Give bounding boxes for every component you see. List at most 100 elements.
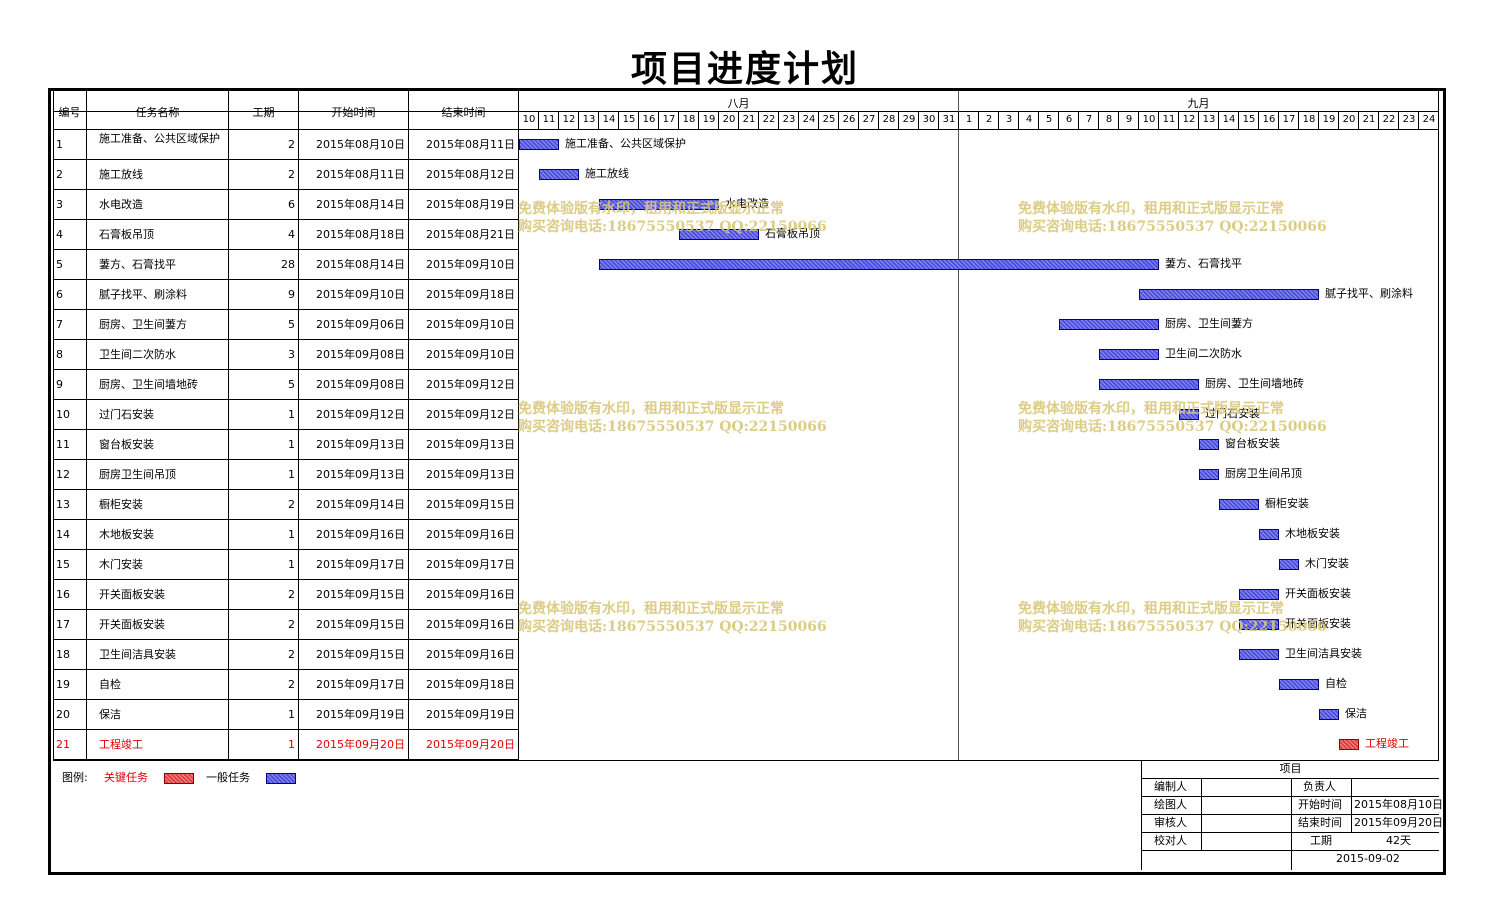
task-name: 木门安装 (99, 558, 143, 571)
task-name: 窗台板安装 (99, 438, 154, 451)
grid-line (53, 369, 519, 370)
day-cell: 22 (1382, 114, 1396, 125)
task-duration: 28 (281, 258, 295, 271)
grid-line (798, 112, 799, 130)
grid-line (53, 219, 519, 220)
grid-line (1438, 112, 1439, 130)
day-cell: 12 (562, 114, 576, 125)
task-end: 2015年09月16日 (426, 528, 515, 541)
task-id: 6 (56, 288, 63, 301)
signoff-date-value: 2015-09-02 (1336, 852, 1400, 865)
task-name: 施工准备、公共区域保护 (99, 132, 220, 145)
task-bar-label: 过门石安装 (1205, 407, 1260, 420)
legend-critical-label: 关键任务 (104, 771, 148, 784)
task-end: 2015年08月12日 (426, 168, 515, 181)
task-name: 过门石安装 (99, 408, 154, 421)
task-duration: 2 (288, 588, 295, 601)
task-id: 2 (56, 168, 63, 181)
task-duration: 9 (288, 288, 295, 301)
day-cell: 22 (762, 114, 776, 125)
day-cell: 27 (862, 114, 876, 125)
task-end: 2015年09月18日 (426, 288, 515, 301)
task-start: 2015年09月13日 (316, 438, 405, 451)
watermark-line1: 免费体验版有水印，租用和正式版显示正常 (518, 201, 784, 217)
task-end: 2015年09月16日 (426, 618, 515, 631)
signoff-end-value: 2015年09月20日 (1354, 816, 1443, 829)
task-name: 橱柜安装 (99, 498, 143, 511)
day-cell: 7 (1085, 114, 1093, 125)
grid-line (1198, 112, 1199, 130)
header-start: 开始时间 (331, 106, 376, 119)
task-name: 厨房卫生间吊顶 (99, 468, 176, 481)
task-bar-label: 自检 (1325, 677, 1347, 690)
task-start: 2015年08月14日 (316, 258, 405, 271)
task-id: 9 (56, 378, 63, 391)
task-end: 2015年09月12日 (426, 378, 515, 391)
grid-line (1141, 850, 1439, 851)
grid-line (53, 549, 519, 550)
task-bar (1099, 349, 1159, 360)
grid-line (1141, 796, 1439, 797)
header-name: 任务名称 (135, 106, 180, 119)
task-bar-label: 卫生间二次防水 (1165, 347, 1242, 360)
task-bar-label: 橱柜安装 (1265, 497, 1309, 510)
grid-line (978, 112, 979, 130)
task-bar (1339, 739, 1359, 750)
grid-line (618, 112, 619, 130)
grid-line (519, 129, 1439, 130)
grid-line (938, 112, 939, 130)
watermark-5: 免费体验版有水印，租用和正式版显示正常 购买咨询电话:18675550537 Q… (518, 600, 827, 636)
day-cell: 21 (1362, 114, 1376, 125)
grid-line (1178, 112, 1179, 130)
day-cell: 18 (682, 114, 696, 125)
task-id: 19 (56, 678, 70, 691)
grid-line (738, 112, 739, 130)
watermark-line1: 免费体验版有水印，租用和正式版显示正常 (1018, 201, 1284, 217)
grid-line (53, 399, 519, 400)
task-end: 2015年08月21日 (426, 228, 515, 241)
task-bar (539, 169, 579, 180)
grid-line (1398, 112, 1399, 130)
day-cell: 28 (882, 114, 896, 125)
day-cell: 13 (1202, 114, 1216, 125)
grid-line (1098, 112, 1099, 130)
task-end: 2015年09月19日 (426, 708, 515, 721)
grid-line (53, 729, 519, 730)
task-bar (1279, 679, 1319, 690)
task-bar (1219, 499, 1259, 510)
grid-line (53, 609, 519, 610)
task-start: 2015年08月18日 (316, 228, 405, 241)
watermark-line1: 免费体验版有水印，租用和正式版显示正常 (1018, 401, 1284, 417)
grid-line (53, 189, 519, 190)
day-cell: 16 (642, 114, 656, 125)
watermark-6: 免费体验版有水印，租用和正式版显示正常 购买咨询电话:18675550537 Q… (1018, 600, 1327, 636)
watermark-4: 免费体验版有水印，租用和正式版显示正常 购买咨询电话:18675550537 Q… (1018, 400, 1327, 436)
task-name: 保洁 (99, 708, 121, 721)
grid-line (698, 112, 699, 130)
task-start: 2015年09月19日 (316, 708, 405, 721)
task-bar-label: 开关面板安装 (1285, 617, 1351, 630)
task-name: 厨房、卫生间墙地砖 (99, 378, 198, 391)
day-cell: 31 (942, 114, 956, 125)
day-cell: 24 (802, 114, 816, 125)
header-end: 结束时间 (441, 106, 486, 119)
watermark-line2: 购买咨询电话:18675550537 QQ:22150066 (518, 619, 827, 635)
grid-line (1378, 112, 1379, 130)
task-id: 10 (56, 408, 70, 421)
task-duration: 1 (288, 738, 295, 751)
day-cell: 23 (1402, 114, 1416, 125)
grid-line (858, 112, 859, 130)
task-bar-label: 水电改造 (725, 197, 769, 210)
signoff-owner-label: 负责人 (1303, 780, 1336, 793)
watermark-line2: 购买咨询电话:18675550537 QQ:22150066 (1018, 419, 1327, 435)
task-name: 厨房、卫生间萋方 (99, 318, 187, 331)
grid-line (53, 579, 519, 580)
task-name: 水电改造 (99, 198, 143, 211)
grid-line (578, 112, 579, 130)
task-start: 2015年09月13日 (316, 468, 405, 481)
signoff-start-label: 开始时间 (1298, 798, 1342, 811)
day-cell: 14 (602, 114, 616, 125)
grid-line (1141, 832, 1439, 833)
task-bar (1179, 409, 1199, 420)
task-name: 施工放线 (99, 168, 143, 181)
